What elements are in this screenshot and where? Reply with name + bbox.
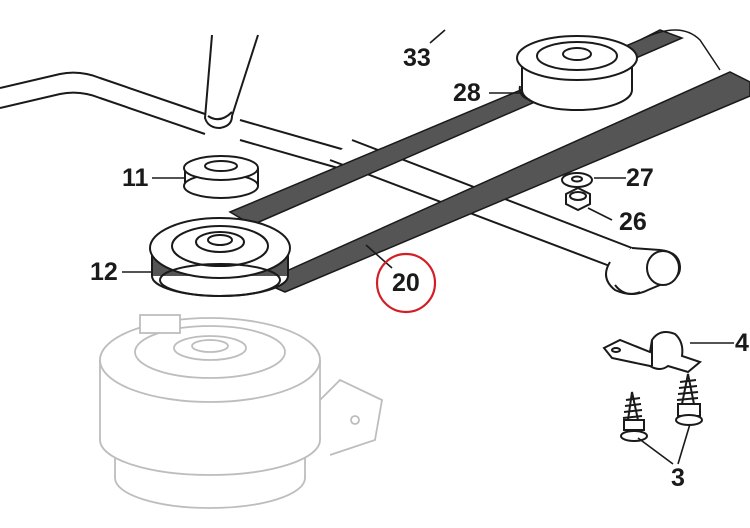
nut-26 [565, 186, 591, 212]
screw-3a [620, 391, 648, 442]
frame-post [203, 34, 259, 130]
frame-rail [0, 71, 346, 171]
spacer-11 [183, 155, 259, 199]
leader-lines [122, 29, 734, 465]
callout-12: 12 [90, 258, 118, 286]
callout-28: 28 [453, 79, 481, 107]
callout-3: 3 [671, 464, 685, 492]
screw-3b [675, 373, 703, 426]
callout-27: 27 [626, 164, 654, 192]
idler-pulley-28 [516, 35, 638, 111]
callout-33: 33 [403, 44, 431, 72]
pulley-12 [149, 217, 291, 297]
washer-27 [561, 172, 593, 188]
callout-20: 20 [392, 269, 420, 297]
highlight-circle [375, 252, 437, 314]
callout-4: 4 [735, 329, 749, 357]
callout-26: 26 [619, 208, 647, 236]
bracket-4 [602, 331, 703, 374]
electric-clutch [99, 314, 384, 509]
callout-11: 11 [122, 164, 149, 192]
